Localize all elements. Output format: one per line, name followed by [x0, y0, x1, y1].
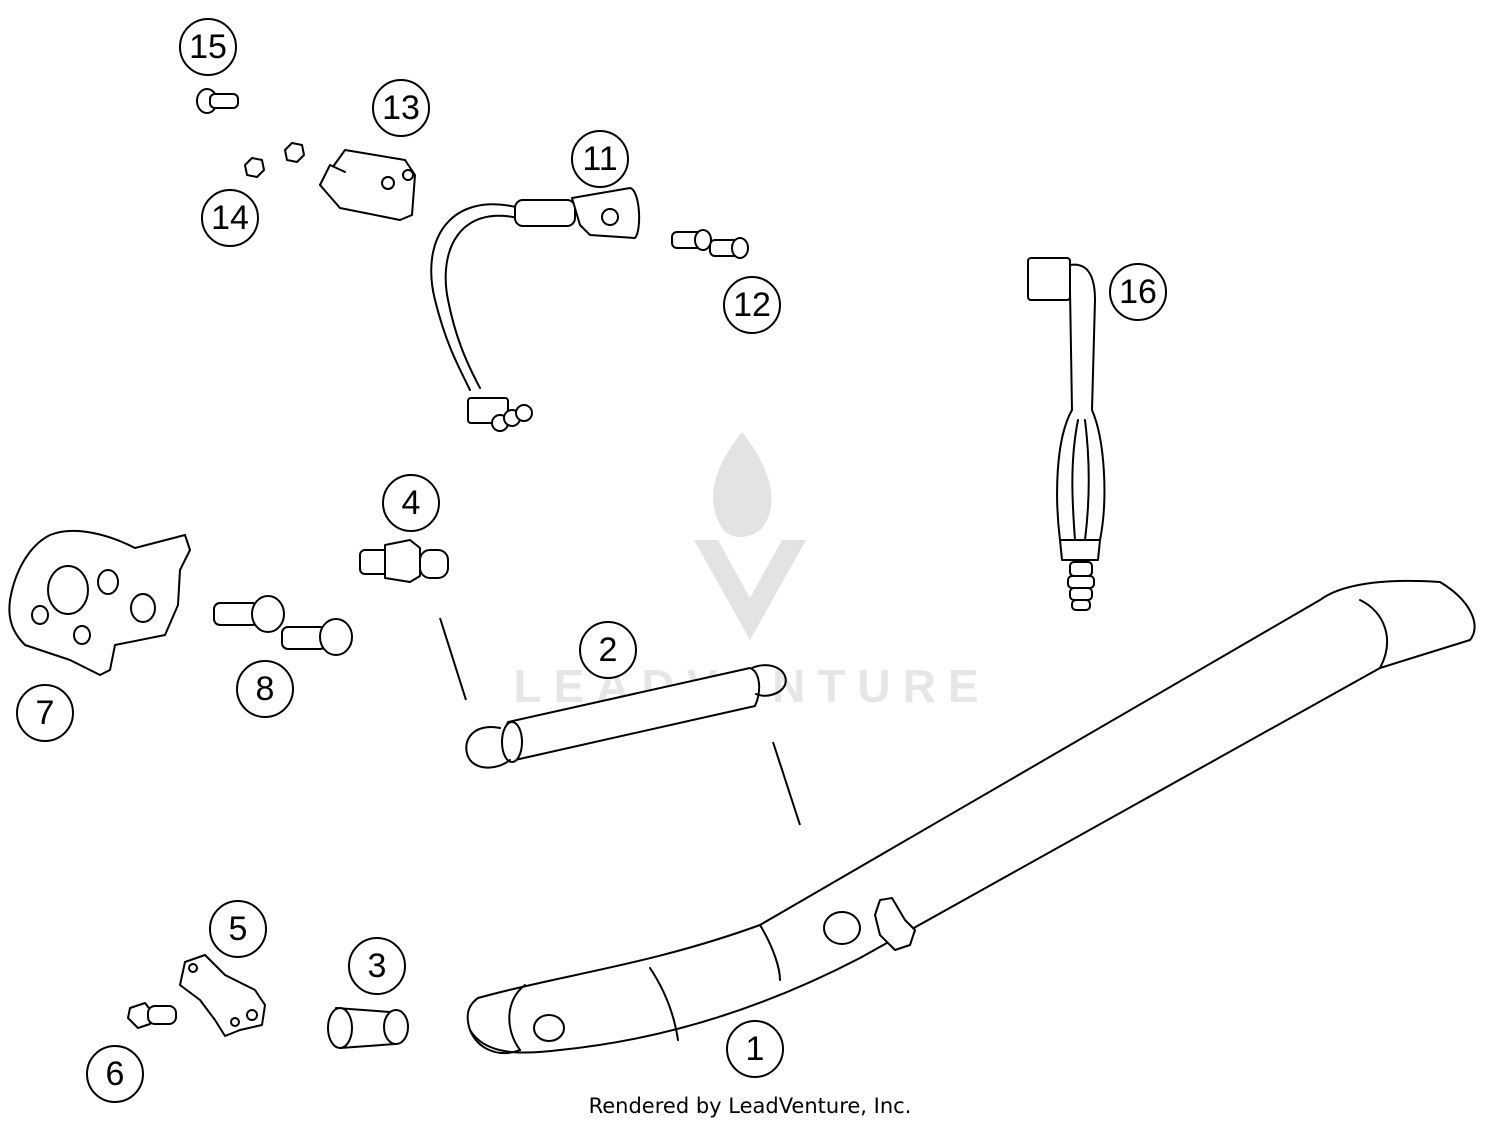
nuts-part — [244, 142, 305, 178]
callout-16: 16 — [1109, 263, 1167, 321]
callout-label: 11 — [582, 140, 617, 178]
footer-credit: Rendered by LeadVenture, Inc. — [588, 1094, 912, 1118]
harness-part — [430, 187, 641, 432]
callout-label: 4 — [402, 484, 421, 522]
screws-part — [671, 229, 749, 259]
callout-label: 13 — [382, 89, 420, 127]
bolt-part — [127, 1002, 177, 1029]
callout-2: 2 — [579, 621, 637, 679]
callout-14: 14 — [201, 189, 259, 247]
callout-7: 7 — [16, 684, 74, 742]
bushing-part — [327, 1007, 409, 1049]
bracket-part — [179, 954, 266, 1037]
switch-sensor-part — [359, 539, 449, 583]
switch-cable-part — [1027, 257, 1106, 611]
callout-label: 2 — [599, 631, 618, 669]
screw-part — [196, 88, 239, 114]
callout-13: 13 — [372, 79, 430, 137]
callout-4: 4 — [382, 474, 440, 532]
callout-label: 7 — [36, 694, 55, 732]
callout-6: 6 — [86, 1045, 144, 1103]
callout-label: 3 — [368, 947, 387, 985]
leader-line — [772, 741, 801, 826]
side-stand-part — [466, 579, 1476, 1055]
flame-v-logo-icon — [694, 432, 806, 640]
spring-part — [465, 664, 787, 769]
callout-15: 15 — [179, 18, 237, 76]
callout-label: 14 — [211, 199, 249, 237]
callout-label: 15 — [189, 28, 227, 66]
callout-8: 8 — [236, 660, 294, 718]
callout-1: 1 — [726, 1020, 784, 1078]
callout-label: 16 — [1119, 273, 1157, 311]
callout-5: 5 — [209, 900, 267, 958]
leader-line — [439, 617, 467, 701]
mounting-plate-part — [8, 529, 191, 676]
callout-label: 1 — [746, 1030, 765, 1068]
callout-12: 12 — [723, 276, 781, 334]
hex-bolts-part — [213, 595, 353, 656]
callout-11: 11 — [571, 130, 629, 188]
callout-label: 6 — [106, 1055, 125, 1093]
callout-label: 8 — [256, 670, 275, 708]
callout-label: 12 — [733, 286, 771, 324]
callout-3: 3 — [348, 937, 406, 995]
callout-label: 5 — [229, 910, 248, 948]
switch-part — [319, 149, 416, 221]
